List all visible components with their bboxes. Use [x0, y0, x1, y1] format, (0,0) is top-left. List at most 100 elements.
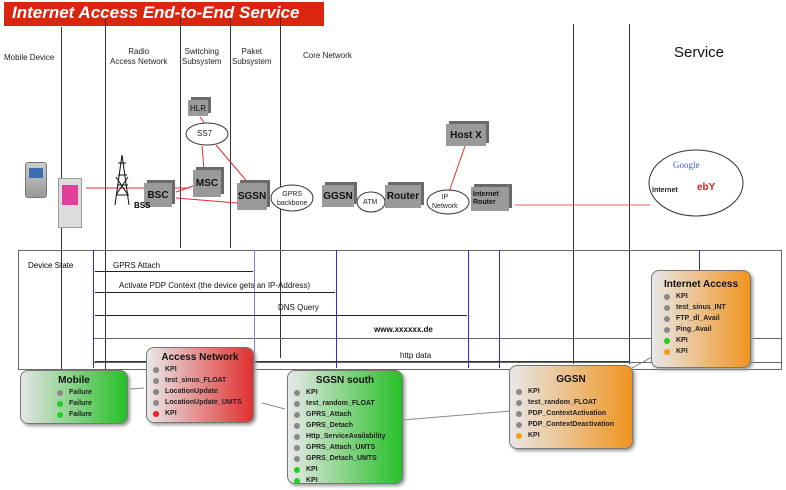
- link-hostx-ip: [448, 145, 466, 193]
- cloud-label-internet: Internet: [652, 187, 678, 194]
- status-dot-gray-icon: [153, 388, 159, 395]
- kpi-item: KPI: [153, 408, 247, 419]
- status-dot-gray-icon: [516, 399, 522, 406]
- antenna-tower-icon: [114, 154, 130, 206]
- mobile-phone-icon: [25, 162, 47, 198]
- kpi-item: test_sinus_FLOAT: [153, 375, 247, 386]
- column-divider: [573, 24, 574, 364]
- kpi-item: Failure: [57, 409, 121, 420]
- status-dot-gray-icon: [57, 389, 63, 396]
- lifeline: [93, 250, 94, 368]
- status-dot-gray-icon: [664, 293, 670, 300]
- status-dot-gray-icon: [153, 366, 159, 373]
- status-dot-orange-icon: [664, 348, 670, 355]
- panel-title: GGSN: [556, 374, 586, 385]
- kpi-item: GPRS_Detach_UMTS: [294, 453, 396, 464]
- link-ss7-msc: [201, 145, 205, 171]
- kpi-item: test_sinus_INT: [664, 302, 744, 313]
- kpi-item: Http_ServiceAvailability: [294, 431, 396, 442]
- column-label-core-network: Core Network: [303, 51, 352, 60]
- kpi-item: GPRS_Attach_UMTS: [294, 442, 396, 453]
- status-dot-gray-icon: [294, 455, 300, 462]
- status-dot-gray-icon: [294, 433, 300, 440]
- status-dot-green-icon: [294, 477, 300, 484]
- kpi-item: KPI: [664, 291, 744, 302]
- cloud-label-atm: ATM: [363, 199, 378, 206]
- panel-access-network[interactable]: Access Network KPI test_sinus_FLOAT Loca…: [146, 347, 254, 423]
- pda-device-icon: [58, 178, 82, 228]
- status-dot-gray-icon: [294, 411, 300, 418]
- panel-internet-access[interactable]: Internet Access KPI test_sinus_INT FTP_d…: [651, 270, 751, 368]
- column-label-service: Service: [674, 44, 725, 61]
- kpi-item: test_random_FLOAT: [294, 398, 396, 409]
- kpi-item: Failure: [57, 387, 121, 398]
- kpi-item: KPI: [664, 346, 744, 357]
- status-dot-gray-icon: [516, 421, 522, 428]
- lifeline: [468, 250, 469, 368]
- status-dot-gray-icon: [153, 377, 159, 384]
- node-ggsn: GGSN: [322, 185, 354, 207]
- kpi-item: KPI: [294, 387, 396, 398]
- kpi-item: FTP_dl_Avail: [664, 313, 744, 324]
- cloud-ss7: [185, 122, 229, 146]
- kpi-item: LocationUpdate: [153, 386, 247, 397]
- kpi-item: GPRS_Attach: [294, 409, 396, 420]
- kpi-item: KPI: [664, 335, 744, 346]
- status-dot-gray-icon: [294, 422, 300, 429]
- arrow-gprs-attach: [95, 271, 253, 272]
- status-dot-gray-icon: [294, 389, 300, 396]
- cloud-label-ss7: SS7: [197, 129, 213, 138]
- column-label-mobile-device: Mobile Device: [4, 53, 55, 62]
- cloud-ip-network: [426, 189, 470, 215]
- ebay-logo: ebY: [697, 182, 716, 193]
- status-dot-gray-icon: [294, 400, 300, 407]
- panel-sgsn-south[interactable]: SGSN south KPI test_random_FLOAT GPRS_At…: [287, 370, 403, 484]
- node-internet-router: Internet Router: [471, 187, 509, 211]
- kpi-item: PDP_ContextDeactivation: [516, 419, 626, 430]
- node-bsc: BSC: [144, 183, 172, 207]
- panel-title: Mobile: [58, 375, 90, 386]
- kpi-item: test_random_FLOAT: [516, 397, 626, 408]
- message-url: www.xxxxxx.de: [374, 325, 433, 334]
- node-msc: MSC: [193, 170, 221, 197]
- cloud-gprs-backbone: [270, 184, 314, 212]
- node-hlr: HLR: [188, 100, 208, 116]
- status-dot-gray-icon: [153, 399, 159, 406]
- lifeline: [699, 250, 700, 270]
- status-dot-gray-icon: [664, 326, 670, 333]
- message-activate-pdp: Activate PDP Context (the device gets an…: [119, 281, 311, 290]
- panel-title: SGSN south: [315, 375, 375, 386]
- kpi-item: KPI: [153, 364, 247, 375]
- arrow-dns-query: [95, 315, 467, 316]
- panel-connectors: [129, 356, 653, 421]
- column-divider: [629, 24, 630, 364]
- title-bar: [4, 2, 324, 26]
- message-dns-query: DNS Query: [278, 303, 319, 312]
- message-http-data: http data: [400, 351, 432, 360]
- google-logo: Google: [673, 160, 700, 170]
- lifeline: [336, 250, 337, 368]
- status-dot-green-icon: [57, 400, 63, 407]
- status-dot-gray-icon: [664, 315, 670, 322]
- kpi-item: GPRS_Detach: [294, 420, 396, 431]
- panel-ggsn[interactable]: GGSN KPI test_random_FLOAT PDP_ContextAc…: [509, 365, 633, 449]
- lifeline: [254, 250, 255, 368]
- kpi-item: Ping_Avail: [664, 324, 744, 335]
- status-dot-green-icon: [664, 337, 670, 344]
- device-state-label: Device State: [28, 261, 74, 270]
- link-ss7-sgsn: [215, 144, 251, 186]
- status-dot-gray-icon: [294, 444, 300, 451]
- panel-mobile[interactable]: Mobile Failure Failure Failure: [20, 370, 128, 424]
- row-divider: [93, 362, 781, 363]
- row-divider: [93, 338, 781, 339]
- kpi-item: LocationUpdate_UMTS: [153, 397, 247, 408]
- kpi-item: Failure: [57, 398, 121, 409]
- column-divider: [230, 18, 231, 248]
- kpi-item: KPI: [294, 464, 396, 475]
- lifeline: [499, 250, 500, 368]
- message-gprs-attach: GPRS Attach: [113, 261, 161, 270]
- status-dot-green-icon: [57, 411, 63, 418]
- kpi-item: KPI: [294, 475, 396, 486]
- network-links: [86, 116, 744, 217]
- link-bsc-sgsn: [175, 197, 238, 204]
